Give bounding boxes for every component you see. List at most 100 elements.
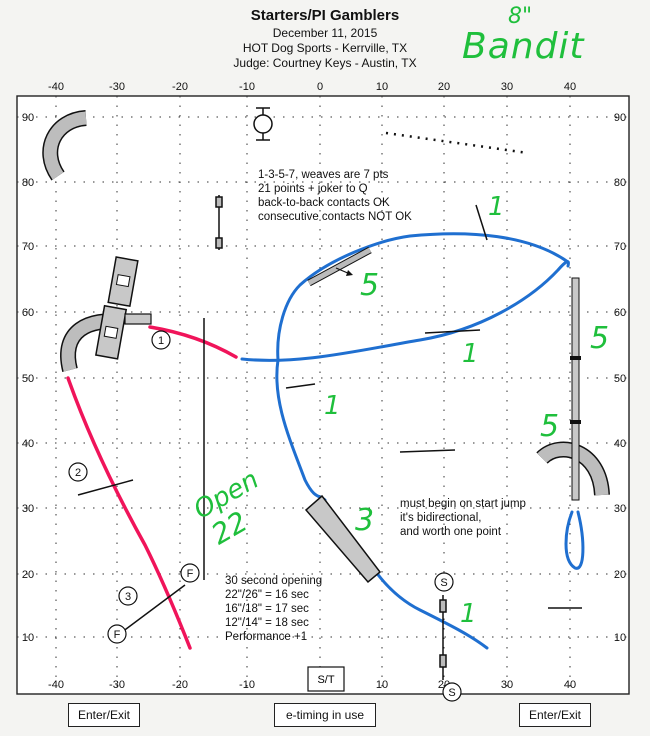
marker-2-label: 2 <box>75 467 81 479</box>
x-tick-label: -30 <box>109 679 125 691</box>
y-tick-label: 80 <box>614 177 626 189</box>
hw-pts-5-weave: 5 <box>360 268 379 303</box>
course-title: Starters/PI Gamblers <box>250 7 400 24</box>
x-tick-label: 40 <box>564 81 576 93</box>
jump-3 <box>117 584 186 636</box>
jump-center <box>399 449 456 453</box>
marker-s-top-label: S <box>440 577 447 589</box>
x-tick-label: 30 <box>501 679 513 691</box>
timing-note: e-timing in use <box>274 703 376 727</box>
dogwalk <box>570 277 581 501</box>
x-tick-label: 10 <box>376 81 388 93</box>
y-tick-label: 70 <box>614 241 626 253</box>
gamble-path <box>240 232 585 650</box>
rules-line: back-to-back contacts OK <box>258 197 390 209</box>
y-tick-label: 80 <box>22 177 34 189</box>
y-tick-label: 40 <box>22 438 34 450</box>
x-tick-label: -30 <box>109 81 125 93</box>
opening-line: 12"/14" = 18 sec <box>225 617 309 629</box>
jumps <box>77 195 582 680</box>
rules-line: consecutive contacts NOT OK <box>258 211 412 223</box>
hw-pts-3: 3 <box>355 503 374 538</box>
hw-pts-1-mid: 1 <box>462 339 479 369</box>
hw-pts-5-lower: 5 <box>540 409 559 444</box>
jump-mid <box>424 329 481 334</box>
axis-ticks: -40-40-30-30-20-20-10-100010102020303040… <box>22 81 626 691</box>
start-timer-box <box>307 666 345 692</box>
x-tick-label: 0 <box>317 81 323 93</box>
marker-s-bottom <box>442 682 462 702</box>
course-date: December 11, 2015 <box>272 26 378 40</box>
a-frame <box>94 256 139 360</box>
opening-note: 30 second opening 22"/26" = 16 sec 16"/1… <box>225 574 322 644</box>
marker-1-label: 1 <box>158 335 164 347</box>
marker-3-label: 3 <box>125 591 131 603</box>
weave-poles <box>307 246 372 287</box>
x-tick-label: -10 <box>239 81 255 93</box>
y-tick-label: 20 <box>614 569 626 581</box>
y-tick-label: 50 <box>22 373 34 385</box>
jump-2 <box>77 479 134 496</box>
hw-pts-1-top: 1 <box>488 192 505 222</box>
x-tick-label: -40 <box>48 679 64 691</box>
x-tick-label: -20 <box>172 81 188 93</box>
y-tick-label: 10 <box>614 632 626 644</box>
y-tick-label: 90 <box>614 112 626 124</box>
opening-path <box>66 325 238 650</box>
start-note-line: and worth one point <box>400 526 502 538</box>
x-tick-label: 10 <box>376 679 388 691</box>
x-tick-label: -40 <box>48 81 64 93</box>
course-venue: HOT Dog Sports - Kerrville, TX <box>242 41 408 55</box>
y-tick-label: 30 <box>614 503 626 515</box>
rules-note: 1-3-5-7, weaves are 7 pts 21 points + jo… <box>258 168 412 224</box>
handwritten-dog-name: Bandit <box>462 26 585 67</box>
y-tick-label: 50 <box>614 373 626 385</box>
start-timer-label: S/T <box>317 674 334 686</box>
marker-s-top <box>434 572 454 592</box>
x-tick-label: -10 <box>239 679 255 691</box>
marker-f-top <box>180 563 200 583</box>
marker-2 <box>68 462 88 482</box>
y-tick-label: 20 <box>22 569 34 581</box>
chute-teeter <box>304 494 382 584</box>
enter-exit-left: Enter/Exit <box>68 703 140 727</box>
y-tick-label: 60 <box>614 307 626 319</box>
y-tick-label: 40 <box>614 438 626 450</box>
enter-exit-right: Enter/Exit <box>519 703 591 727</box>
a-frame-contact <box>124 313 152 325</box>
hw-pts-5-right: 5 <box>590 321 609 356</box>
jump-center-left <box>285 383 316 389</box>
x-tick-label: 40 <box>564 679 576 691</box>
hw-pts-1-left: 1 <box>324 391 341 421</box>
opening-line: 22"/26" = 16 sec <box>225 589 309 601</box>
y-tick-label: 10 <box>22 632 34 644</box>
start-note-line: it's bidirectional, <box>400 512 482 524</box>
y-tick-label: 30 <box>22 503 34 515</box>
x-tick-label: 30 <box>501 81 513 93</box>
marker-f-bottom-label: F <box>114 629 121 641</box>
marker-f-top-label: F <box>187 568 194 580</box>
marker-1 <box>151 330 171 350</box>
x-tick-label: 20 <box>438 81 450 93</box>
y-tick-label: 60 <box>22 307 34 319</box>
rules-line: 21 points + joker to Q <box>258 183 368 195</box>
opening-line: Performance +1 <box>225 631 308 643</box>
y-tick-label: 90 <box>22 112 34 124</box>
start-note-line: must begin on start jump <box>400 498 526 510</box>
x-tick-label: -20 <box>172 679 188 691</box>
marker-3 <box>118 586 138 606</box>
opening-line: 30 second opening <box>225 575 323 587</box>
course-judge: Judge: Courtney Keys - Austin, TX <box>233 56 417 70</box>
rules-line: 1-3-5-7, weaves are 7 pts <box>258 169 389 181</box>
opening-line: 16"/18" = 17 sec <box>225 603 309 615</box>
y-tick-label: 70 <box>22 241 34 253</box>
course-markers <box>68 330 462 702</box>
start-jump-note: must begin on start jump it's bidirectio… <box>400 497 526 539</box>
tire <box>253 107 273 141</box>
handwritten-height: 8" <box>508 4 533 29</box>
marker-s-bottom-label: S <box>448 687 455 699</box>
marker-f-bottom <box>107 624 127 644</box>
hw-pts-1-bottom: 1 <box>460 599 477 629</box>
jump-top-right <box>475 204 488 241</box>
